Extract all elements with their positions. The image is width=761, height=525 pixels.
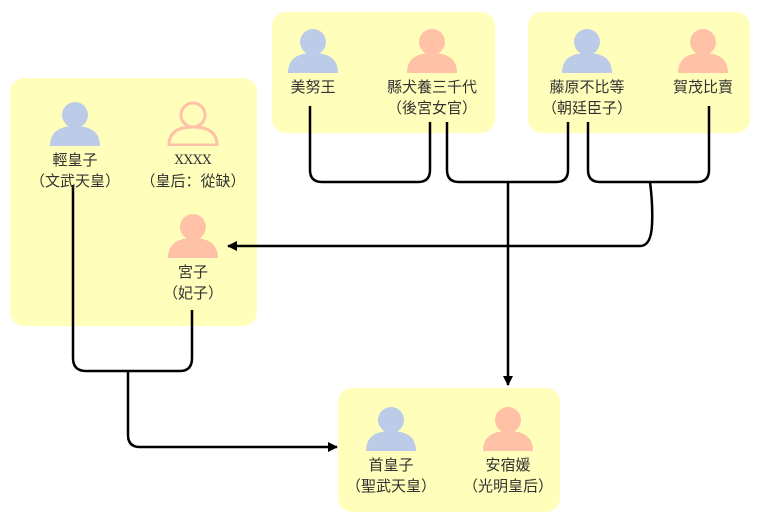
- person-mino[interactable]: 美努王: [253, 27, 373, 98]
- person-name: 賀茂比賣: [672, 78, 733, 96]
- person-role: （妃子）: [162, 284, 223, 302]
- marriage-line-michiyo-fuhito: [445, 122, 570, 184]
- person-filled-icon: [407, 29, 457, 73]
- person-name: XXXX: [174, 153, 212, 168]
- marriage-line-mino-michiyo: [308, 106, 432, 184]
- person-filled-icon: [50, 102, 100, 146]
- person-filled-icon: [562, 29, 612, 73]
- person-fuhito[interactable]: 藤原不比等 （朝廷臣子）: [527, 27, 647, 119]
- person-name: 縣犬養三千代: [386, 78, 477, 96]
- person-role: （文武天皇）: [29, 172, 120, 190]
- group-left-family: [10, 78, 257, 326]
- person-role: （後宮女官）: [386, 99, 477, 117]
- person-asukabe[interactable]: 安宿媛 （光明皇后）: [448, 405, 568, 497]
- person-name: 輕皇子: [52, 151, 98, 169]
- person-filled-icon: [288, 29, 338, 73]
- person-outline-icon: [167, 101, 219, 146]
- marriage-line-fuhito-kamo: [586, 106, 711, 184]
- person-michiyo[interactable]: 縣犬養三千代 （後宮女官）: [372, 27, 492, 119]
- person-obito[interactable]: 首皇子 （聖武天皇）: [331, 405, 451, 497]
- person-role: （聖武天皇）: [345, 477, 436, 495]
- descent-line-miyako: [227, 181, 654, 251]
- person-empress-vacant[interactable]: XXXX （皇后：從缺）: [133, 100, 253, 192]
- marriage-line-karu-miyako: [71, 185, 194, 373]
- person-role: （光明皇后）: [462, 477, 553, 495]
- person-filled-icon: [366, 407, 416, 451]
- person-name: 美努王: [290, 78, 336, 96]
- person-miyako[interactable]: 宮子 （妃子）: [133, 212, 253, 304]
- descent-line-obito: [126, 371, 338, 452]
- person-name: 宮子: [177, 263, 208, 281]
- person-name: 安宿媛: [485, 456, 531, 474]
- person-name: 藤原不比等: [549, 78, 625, 96]
- person-karu[interactable]: 輕皇子 （文武天皇）: [15, 100, 135, 192]
- person-role: （皇后：從缺）: [140, 172, 246, 190]
- person-filled-icon: [483, 407, 533, 451]
- person-name: 首皇子: [368, 456, 414, 474]
- person-role: （朝廷臣子）: [541, 99, 632, 117]
- person-kamo[interactable]: 賀茂比賣: [643, 27, 761, 98]
- person-filled-icon: [678, 29, 728, 73]
- person-filled-icon: [168, 214, 218, 258]
